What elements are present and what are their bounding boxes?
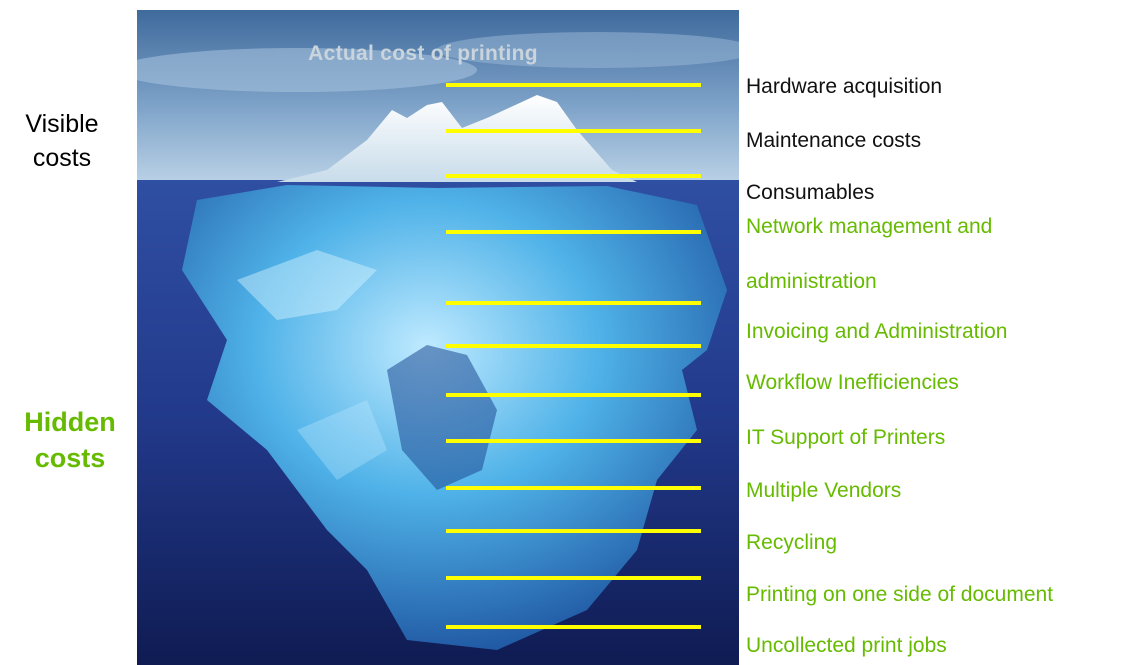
hidden-label-line-2: costs xyxy=(34,443,106,474)
ice-shadow xyxy=(387,345,497,490)
hidden-cost-item: Workflow Inefficiencies xyxy=(746,371,959,394)
hidden-cost-item: Printing on one side of document xyxy=(746,583,1054,606)
iceberg-illustration xyxy=(137,10,739,665)
hidden-cost-item: Uncollected print jobs xyxy=(746,634,947,657)
diagram-title: Actual cost of printing xyxy=(308,42,538,65)
visible-label-line-2: costs xyxy=(32,143,92,172)
iceberg-image: Actual cost of printing xyxy=(137,10,739,665)
ice-highlight xyxy=(297,400,387,480)
ice-highlight xyxy=(237,250,377,320)
hidden-costs-label: Hidden costs xyxy=(0,404,140,477)
hidden-label-line-1: Hidden xyxy=(24,407,116,437)
hidden-cost-item: IT Support of Printers xyxy=(746,426,946,449)
hidden-cost-item: Invoicing and Administration xyxy=(746,320,1008,343)
hidden-cost-item: Recycling xyxy=(746,531,838,554)
hidden-cost-item: administration xyxy=(746,270,877,293)
iceberg-tip xyxy=(277,95,637,182)
hidden-cost-item: Network management and xyxy=(746,215,993,238)
visible-cost-item: Maintenance costs xyxy=(746,129,922,152)
cloud xyxy=(437,32,739,68)
visible-cost-item: Hardware acquisition xyxy=(746,75,943,98)
hidden-cost-item: Multiple Vendors xyxy=(746,479,902,502)
cloud xyxy=(137,48,477,92)
visible-label-line-1: Visible xyxy=(25,110,99,138)
visible-cost-item-clipped: Consumables xyxy=(746,178,1126,201)
visible-cost-item: Consumables xyxy=(746,181,875,201)
visible-costs-label: Visible costs xyxy=(0,108,124,176)
